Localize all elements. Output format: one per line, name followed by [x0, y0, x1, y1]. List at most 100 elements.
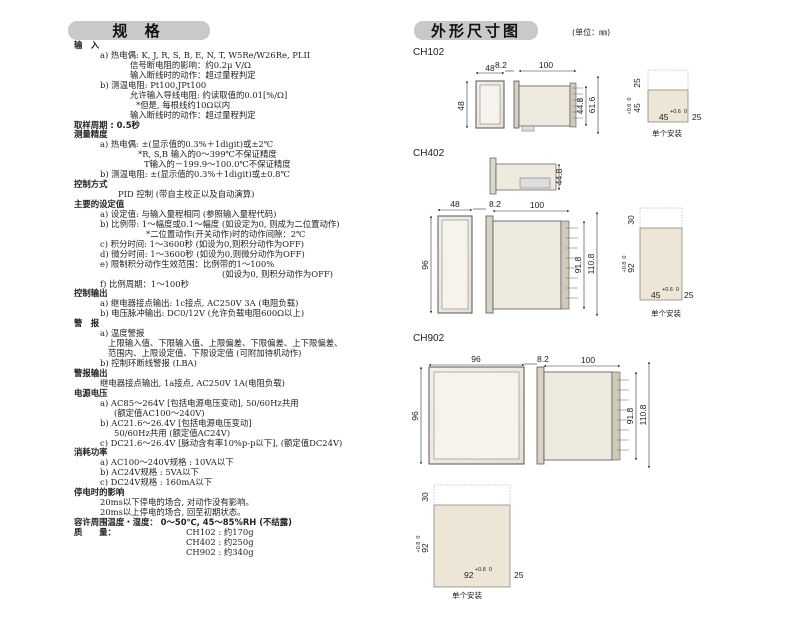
spec-line: T输入的－199.9～100.0℃不保证精度: [144, 159, 291, 170]
spec-line: b) 测温电阻: ±(显示值的0.3%＋1digit)或±0.8℃: [100, 169, 290, 180]
spec-line: 输入断线时的动作：超过量程判定: [130, 69, 256, 80]
spec-line: 上限输入值、下限输入值、上限偏差、下限偏差、上下限偏差、: [108, 338, 343, 349]
spec-line: a) 设定值: 与输入量程相同 (参照输入量程代码): [100, 208, 277, 219]
spec-line: CH402 : 约250g: [186, 536, 254, 547]
ch902-cut-h-tol: +0.8 0: [416, 536, 422, 553]
spec-line: b) 比例带: 1～幅度或0.1～幅度 (如设定为0, 则成为二位置动作): [100, 218, 340, 229]
ch902-cut-w-tol: +0.8 0: [475, 567, 492, 573]
ch102-cut-side: 25: [692, 112, 702, 122]
spec-heading: 停电时的影响: [74, 487, 125, 498]
ch102-install-label: 单个安装: [652, 128, 682, 138]
spec-line: (如设为0, 则积分动作为OFF): [222, 268, 334, 279]
spec-line: e) 限制积分动作生效范围：比例带的1～100%: [100, 258, 275, 269]
ch402-h2-dim: 91.8: [573, 256, 583, 273]
model-label-ch102: CH102: [413, 47, 445, 58]
ch402-front-view: [437, 215, 473, 314]
spec-line: 允许输入导线电阻: 约读取值的0.01[%/Ω]: [130, 89, 288, 100]
model-label-ch902: CH902: [413, 333, 445, 344]
dimension-section-header: 外形尺寸图: [414, 21, 538, 40]
spec-line: a) 继电器接点输出: 1c接点, AC250V 3A (电阻负载): [100, 298, 299, 309]
spec-line: d) 微分时间: 1～3600秒 (如设为0,则微分动作为OFF): [100, 248, 305, 259]
ch102-width-dim: 48: [485, 63, 495, 73]
unit-note: (单位：㎜): [572, 28, 611, 37]
spec-line: f) 比例周期：1～100秒: [100, 278, 189, 289]
spec-line: b) 电压脉冲输出: DC0/12V (允许负载电阻600Ω以上): [100, 308, 305, 319]
spec-heading: 控制输出: [74, 288, 108, 299]
ch402-top-dim: 44.8: [554, 168, 564, 185]
ch902-h2-dim: 91.8: [625, 407, 635, 424]
ch102-panel-cutout: [647, 69, 689, 123]
spec-heading: 输 入: [74, 40, 100, 50]
spec-line: 继电器接点输出, 1a接点, AC250V 1A(电阻负载): [100, 377, 285, 388]
ch902-length-dim: 100: [581, 355, 595, 365]
ch902-cut-w: 92: [464, 570, 474, 580]
spec-header-text: 规 格: [112, 22, 166, 40]
ch402-install-label: 单个安装: [651, 308, 681, 318]
ch902-gap-dim: 8.2: [537, 354, 549, 364]
spec-line: a) 热电偶: K, J, R, S, B, E, N, T, W5Re/W26…: [100, 49, 311, 60]
ch402-cut-side: 25: [684, 290, 694, 300]
spec-line: 20ms以上停电的场合, 回至初期状态。: [100, 507, 246, 518]
ch902-cut-h: 92: [420, 543, 430, 553]
spec-line: b) 控制环断线警报 (LBA): [100, 358, 197, 368]
ch902-side-view: [536, 366, 629, 465]
ch902-h3-dim: 110.8: [638, 404, 648, 425]
spec-line: c) DC24V规格 : 160mA以下: [100, 477, 213, 488]
ch902-width-dim: 96: [471, 354, 481, 364]
spec-line: 信号断电阻的影响：约0.2μ V/Ω: [130, 59, 251, 70]
spec-line: 20ms以下停电的场合, 对动作没有影响。: [100, 497, 254, 508]
spec-line: CH902 : 约340g: [186, 546, 254, 557]
spec-heading: 主要的设定值: [74, 199, 125, 209]
spec-heading: 控制方式: [74, 179, 108, 190]
ch402-top-view: [489, 157, 557, 195]
spec-line: b) AC21.6～26.4V [包括电源电压变动]: [100, 417, 252, 428]
ch102-front-view: [475, 80, 505, 129]
spec-line: b) 测温电阻: Pt100,JPt100: [100, 79, 207, 90]
ch102-cut-h-tol: +0.6 0: [627, 98, 633, 115]
ch902-install-label: 单个安装: [452, 590, 482, 600]
spec-heading: 消耗功率: [74, 447, 108, 458]
ch402-panel-cutout: [639, 207, 683, 301]
spec-line: CH102 : 约170g: [186, 526, 254, 537]
ch402-cut-w-tol: +0.6 0: [662, 287, 679, 293]
ch102-cut-h: 45: [632, 103, 642, 113]
ch102-cut-top: 25: [632, 78, 642, 88]
spec-heading: 警报输出: [74, 367, 108, 378]
spec-line: *但是, 每根线约10Ω以内: [136, 99, 231, 110]
dim-header-text: 外形尺寸图: [430, 22, 521, 40]
ch402-gap-dim: 8.2: [489, 199, 501, 209]
ch102-cut-w: 45: [659, 112, 669, 122]
ch102-cut-w-tol: +0.6 0: [670, 109, 687, 115]
ch102-h3-dim: 61.6: [587, 96, 597, 113]
ch402-h3-dim: 110.8: [586, 253, 596, 274]
spec-heading: 测量精度: [74, 129, 108, 140]
ch902-front-view: [428, 366, 525, 465]
spec-line: 输入断线时的动作：超过量程判定: [130, 109, 256, 120]
spec-heading: 容许周围温度・湿度： 0～50℃, 45～85%RH (不结露): [74, 517, 292, 527]
spec-line: a) AC100～240V规格 : 10VA以下: [100, 457, 234, 468]
ch402-side-view: [485, 215, 578, 314]
ch102-h2-dim: 44.8: [575, 97, 585, 114]
ch402-width-dim: 48: [450, 199, 460, 209]
ch402-length-dim: 100: [530, 200, 544, 210]
spec-line: (额定值AC100～240V): [114, 407, 205, 418]
ch102-side-view: [513, 80, 583, 132]
model-label-ch402: CH402: [413, 148, 445, 159]
spec-line: a) AC85～264V [包括电源电压变动], 50/60Hz共用: [100, 397, 299, 408]
spec-line: a) 温度警报: [100, 328, 145, 339]
spec-heading: 取样周期 : 0.5秒: [74, 119, 140, 130]
spec-heading: 电源电压: [74, 387, 108, 398]
ch102-gap-dim: 8.2: [495, 60, 507, 70]
spec-heading: 质 量：: [74, 526, 116, 537]
spec-line: b) AC24V规格 : 5VA以下: [100, 467, 199, 478]
spec-line: *二位置动作(开关动作)时的动作间隙：2℃: [146, 228, 306, 239]
ch402-cut-h: 92: [626, 263, 636, 273]
ch402-cut-w: 45: [651, 290, 661, 300]
ch102-height-dim: 48: [456, 101, 466, 111]
ch402-cut-top: 30: [626, 215, 636, 225]
ch902-cut-top: 30: [420, 492, 430, 502]
ch402-cut-h-tol: +0.8 0: [622, 256, 628, 273]
ch402-height-dim: 96: [420, 260, 430, 270]
